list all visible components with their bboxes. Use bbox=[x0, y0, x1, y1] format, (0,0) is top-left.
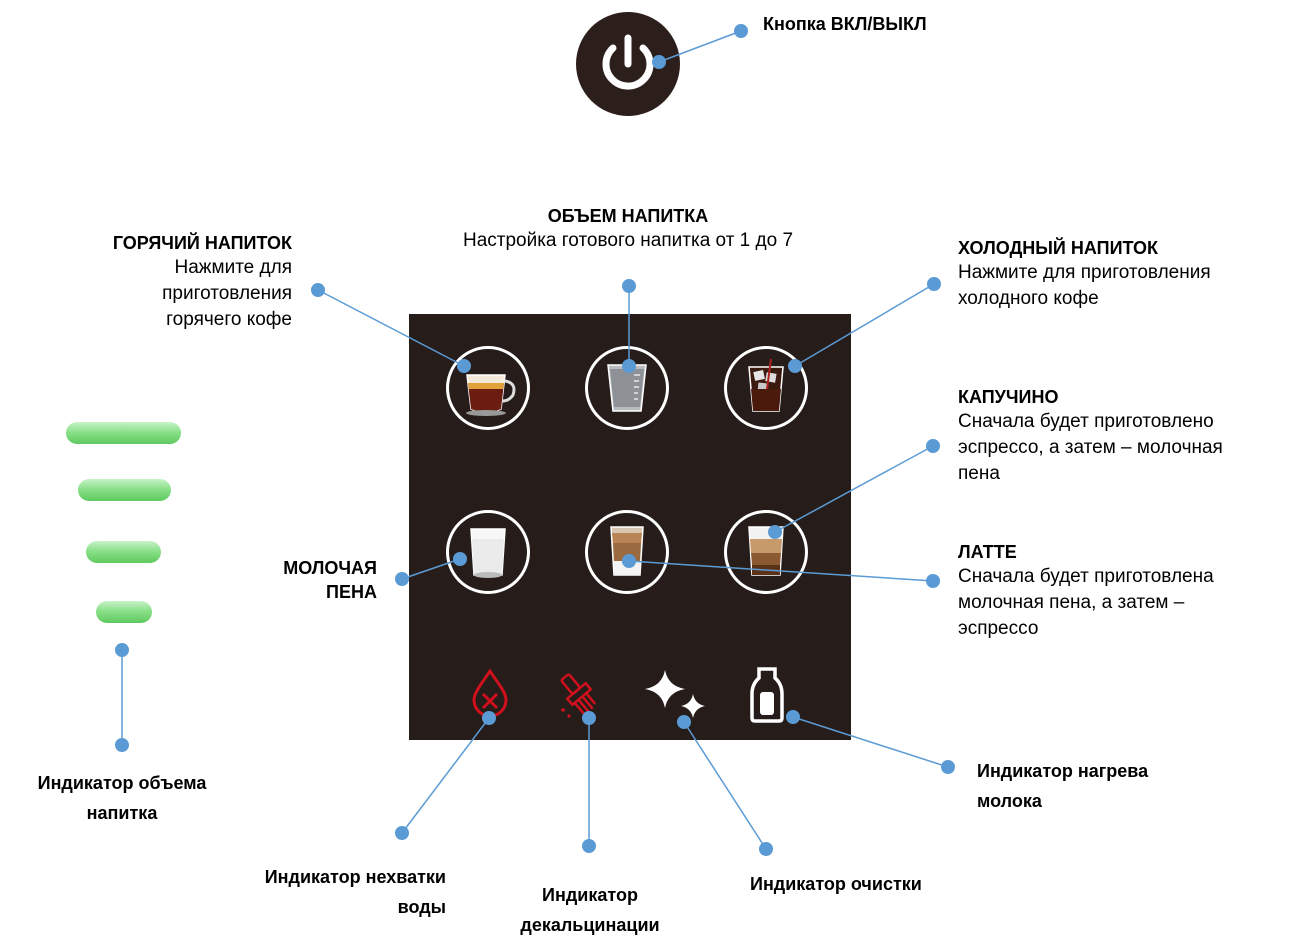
milk-foam-button[interactable] bbox=[446, 510, 530, 594]
milk-bottle-icon bbox=[750, 667, 784, 723]
volume-indicator-label: Индикатор объема напитка bbox=[0, 768, 244, 828]
milk-foam-callout: МОЛОЧАЯ ПЕНА bbox=[200, 556, 377, 604]
latte-desc-line: Сначала будет приготовлена bbox=[958, 566, 1214, 587]
milk-foam-title-line: МОЛОЧАЯ bbox=[283, 558, 377, 578]
hot-coffee-cup-icon bbox=[466, 374, 516, 416]
descaling-indicator-label: Индикатор декальцинации bbox=[470, 880, 710, 940]
volume-level-bar-2 bbox=[78, 479, 171, 501]
cold-drink-button[interactable] bbox=[724, 346, 808, 430]
cold-drink-title: ХОЛОДНЫЙ НАПИТОК bbox=[958, 238, 1159, 258]
cappuccino-callout: КАПУЧИНО Сначала будет приготовлено эспр… bbox=[958, 385, 1288, 487]
cleaning-indicator-label: Индикатор очистки bbox=[750, 872, 1010, 896]
cleaning-indicator-line: Индикатор очистки bbox=[750, 874, 922, 894]
cappuccino-button[interactable] bbox=[724, 510, 808, 594]
iced-coffee-glass-icon bbox=[748, 358, 784, 412]
hot-drink-callout: ГОРЯЧИЙ НАПИТОК Нажмите для приготовлени… bbox=[20, 231, 292, 333]
volume-level-bar-1 bbox=[66, 422, 181, 444]
cold-drink-callout: ХОЛОДНЫЙ НАПИТОК Нажмите для приготовлен… bbox=[958, 236, 1288, 312]
descaling-indicator-line: Индикатор bbox=[542, 885, 638, 905]
latte-callout: ЛАТТЕ Сначала будет приготовлена молочна… bbox=[958, 540, 1288, 642]
cappuccino-desc-line: эспрессо, а затем – молочная bbox=[958, 437, 1223, 458]
milk-glass-icon bbox=[470, 528, 506, 578]
volume-button[interactable] bbox=[585, 346, 669, 430]
volume-callout: ОБЪЕМ НАПИТКА Настройка готового напитка… bbox=[398, 204, 858, 254]
power-icon bbox=[602, 34, 654, 90]
water-indicator-line: Индикатор нехватки bbox=[264, 867, 446, 887]
hot-drink-desc-line: горячего кофе bbox=[166, 309, 292, 330]
power-button[interactable] bbox=[576, 12, 680, 116]
latte-desc-line: молочная пена, а затем – bbox=[958, 592, 1185, 613]
milk-heating-indicator-label: Индикатор нагрева молока bbox=[977, 756, 1237, 816]
descaling-indicator-line: декальцинации bbox=[520, 915, 660, 935]
hot-drink-desc-line: приготовления bbox=[162, 283, 292, 304]
latte-glass-icon bbox=[610, 526, 644, 576]
descaling-brush-icon bbox=[560, 673, 597, 718]
latte-title: ЛАТТЕ bbox=[958, 542, 1017, 562]
hot-drink-button[interactable] bbox=[446, 346, 530, 430]
latte-desc-line: эспрессо bbox=[958, 618, 1039, 639]
power-button-label: Кнопка ВКЛ/ВЫКЛ bbox=[763, 14, 927, 34]
cappuccino-desc-line: Сначала будет приготовлено bbox=[958, 411, 1214, 432]
control-panel bbox=[409, 314, 851, 740]
water-indicator-line: воды bbox=[397, 897, 446, 917]
water-indicator-label: Индикатор нехватки воды bbox=[180, 862, 446, 922]
volume-desc: Настройка готового напитка от 1 до 7 bbox=[462, 230, 794, 251]
milk-heating-indicator-line: Индикатор нагрева bbox=[977, 761, 1149, 781]
cappuccino-glass-icon bbox=[748, 526, 784, 576]
latte-button[interactable] bbox=[585, 510, 669, 594]
milk-heating-indicator-line: молока bbox=[977, 791, 1042, 811]
cappuccino-desc-line: пена bbox=[958, 463, 1000, 484]
cold-drink-desc-line: Нажмите для приготовления bbox=[958, 262, 1211, 283]
volume-title: ОБЪЕМ НАПИТКА bbox=[547, 206, 709, 226]
hot-drink-desc-line: Нажмите для bbox=[174, 257, 292, 278]
cappuccino-title: КАПУЧИНО bbox=[958, 387, 1059, 407]
sparkle-icon bbox=[645, 670, 705, 718]
hot-drink-title: ГОРЯЧИЙ НАПИТОК bbox=[112, 233, 292, 253]
volume-indicator-line: Индикатор объема bbox=[37, 773, 207, 793]
measuring-cup-icon bbox=[607, 364, 647, 412]
volume-level-bar-4 bbox=[96, 601, 152, 623]
water-drop-icon bbox=[472, 668, 508, 718]
volume-indicator-line: напитка bbox=[86, 803, 158, 823]
milk-foam-title-line: ПЕНА bbox=[326, 582, 377, 602]
volume-level-bar-3 bbox=[86, 541, 161, 563]
cold-drink-desc-line: холодного кофе bbox=[958, 288, 1099, 309]
